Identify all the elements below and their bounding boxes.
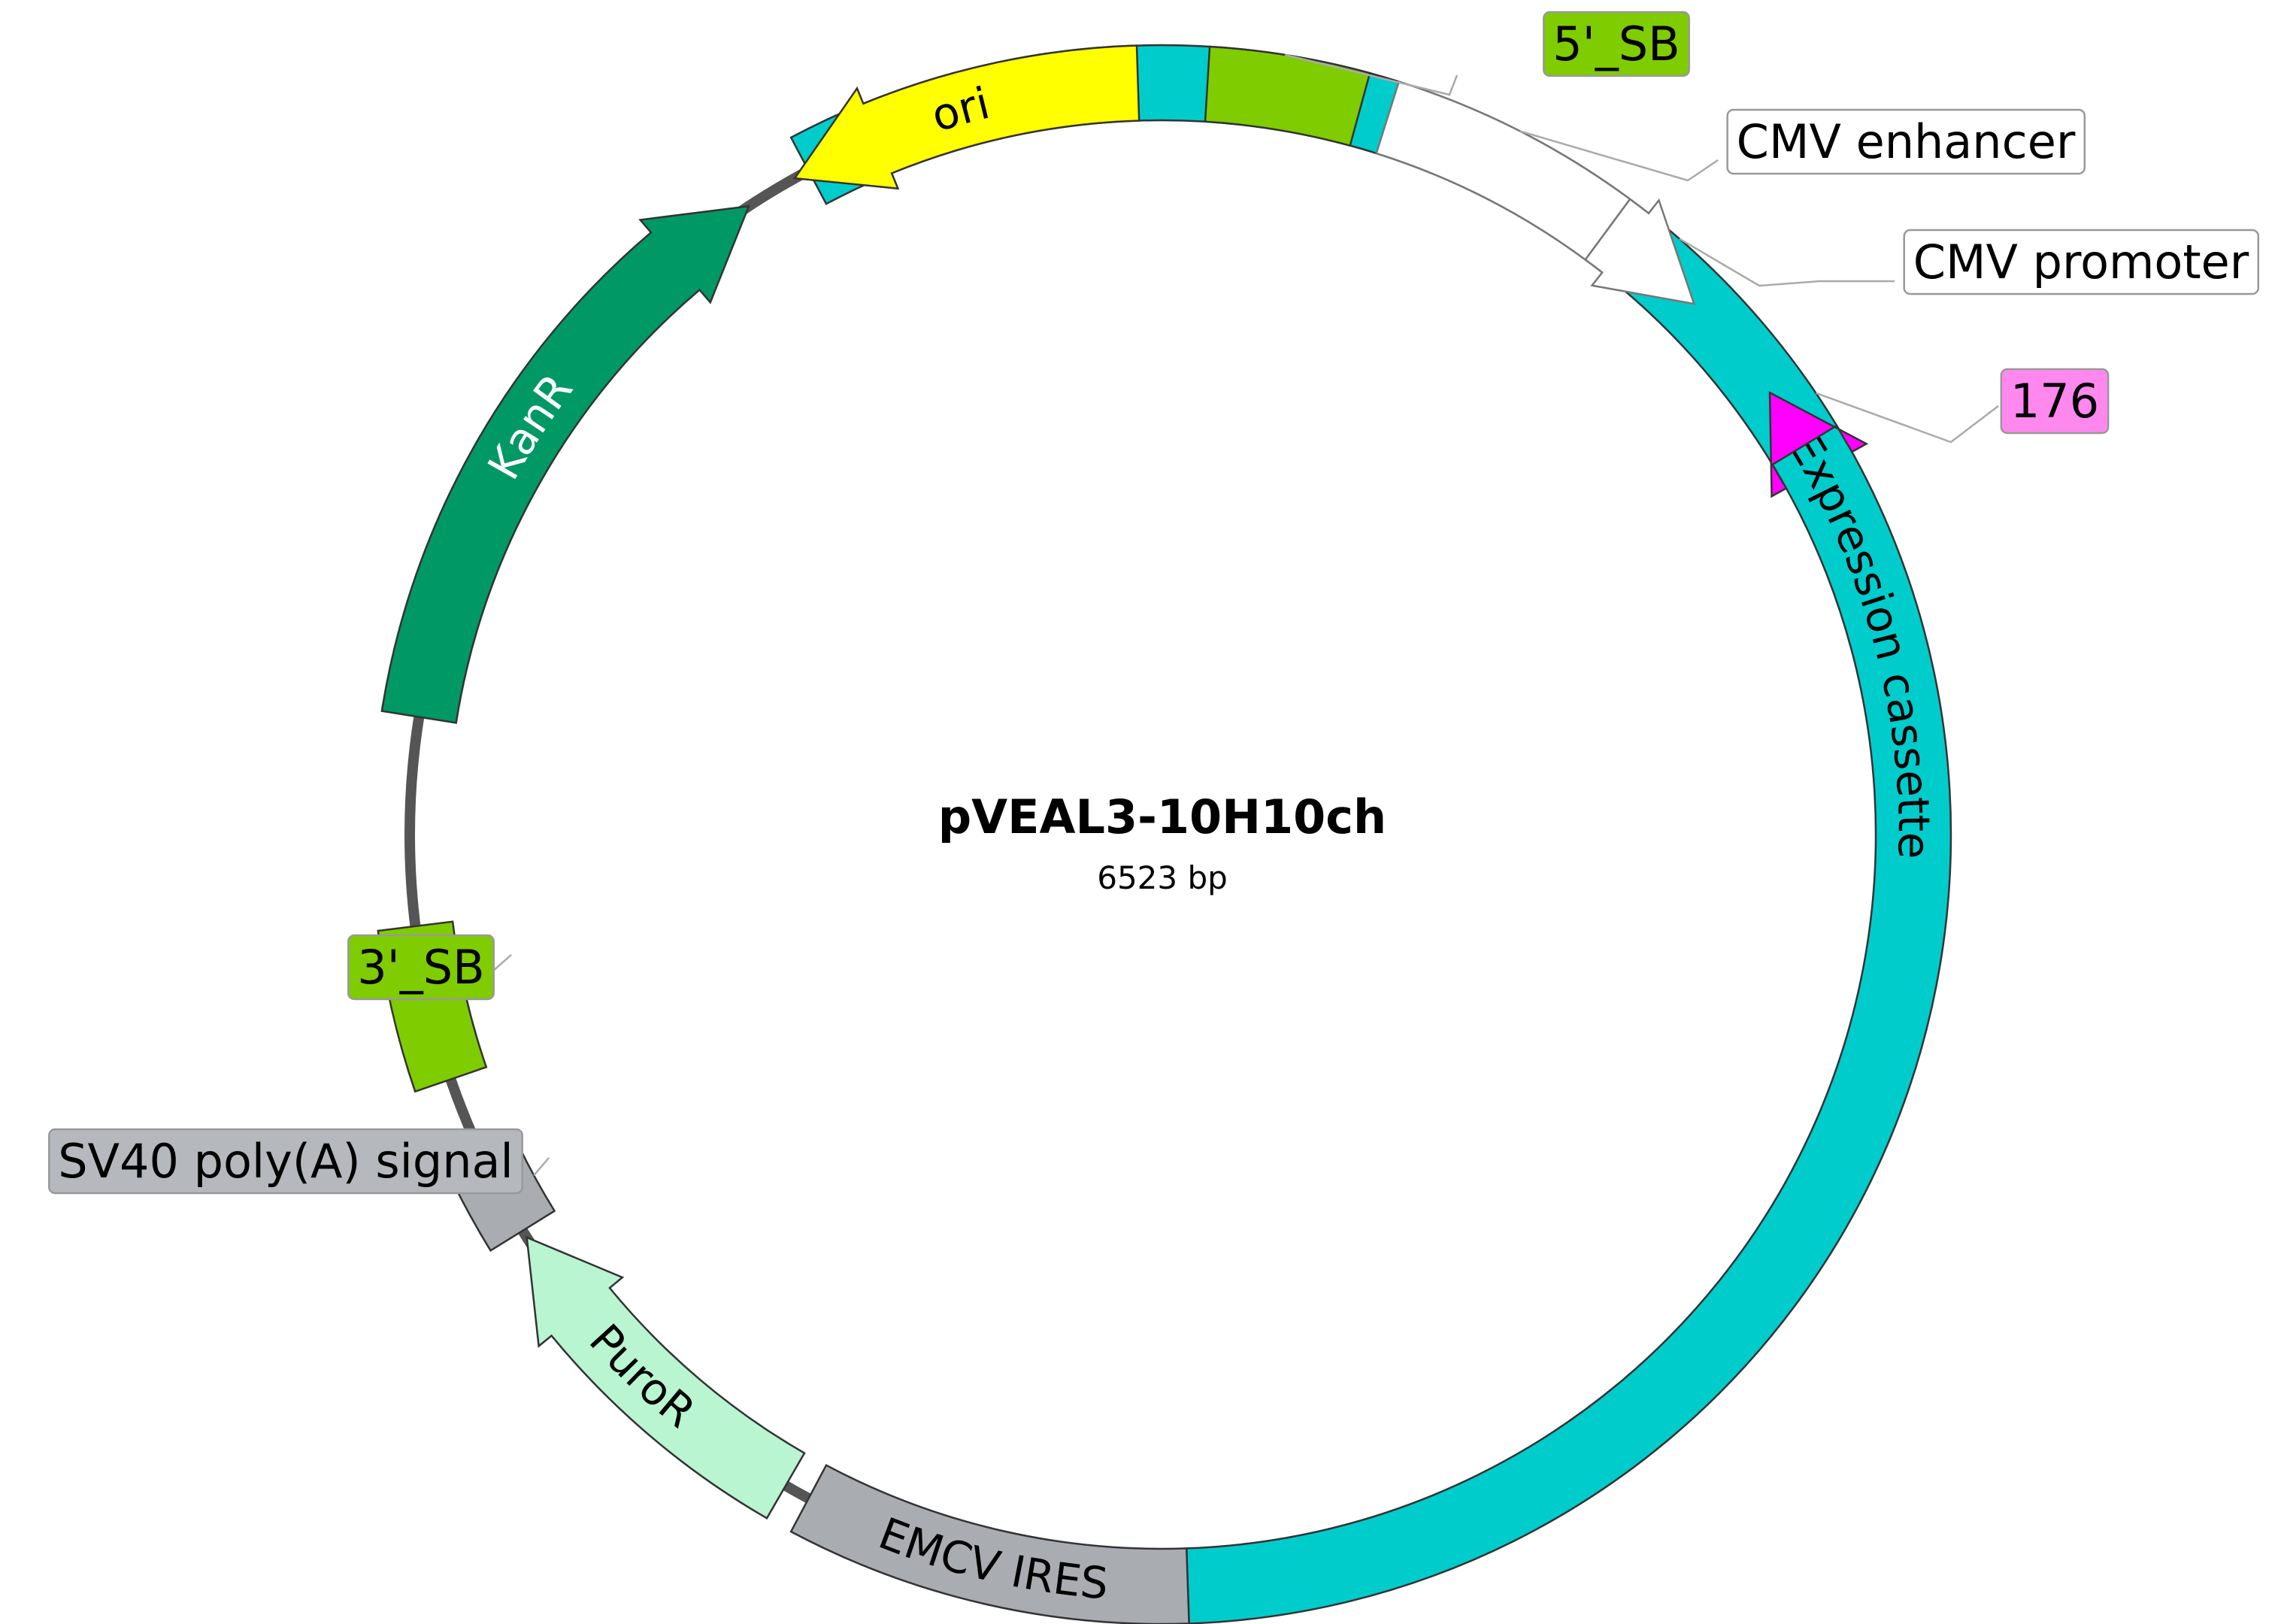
plasmid-name: pVEAL3-10H10ch (938, 789, 1386, 844)
callout-5-sb-box (1543, 11, 1690, 77)
callout-176-box (2000, 368, 2110, 435)
callout-5-sb-leader (1285, 53, 1459, 96)
feature-176[interactable] (1768, 391, 1869, 498)
feature-176-shape (1768, 391, 1869, 498)
feature-puror-shape (526, 1235, 806, 1520)
feature-emcv-ires[interactable]: EMCV IRES (789, 1464, 1190, 1624)
callout-176-label: 176 (2010, 374, 2099, 429)
feature-5-sb[interactable] (1204, 45, 1371, 147)
callout-sv40-polya-box (48, 1128, 523, 1195)
feature-cmv-promoter-shape (1583, 198, 1696, 305)
callout-cmv-promoter-label: CMV promoter (1913, 235, 2249, 289)
callout-176-leader (1816, 392, 1999, 444)
feature-emcv-ires-shape (789, 1464, 1190, 1624)
callout-cmv-enhancer[interactable]: CMV enhancer (1726, 108, 2086, 175)
callout-3-sb-label: 3'_SB (357, 940, 484, 995)
feature-kanr[interactable]: KanR (380, 205, 750, 724)
callout-176[interactable]: 176 (2000, 368, 2110, 435)
callout-5-sb-label: 5'_SB (1552, 17, 1680, 71)
callout-sv40-polya[interactable]: SV40 poly(A) signal (48, 1128, 523, 1195)
callout-cmv-promoter[interactable]: CMV promoter (1903, 229, 2260, 295)
feature-kanr-shape (380, 205, 750, 724)
feature-ori[interactable]: ori (792, 44, 1140, 190)
feature-cmv-promoter[interactable] (1583, 198, 1696, 305)
feature-ori-shape (792, 44, 1140, 190)
callout-3-sb-box (347, 934, 495, 1001)
plasmid-size: 6523 bp (1097, 859, 1228, 896)
callout-cmv-enhancer-label: CMV enhancer (1737, 114, 2076, 169)
callout-cmv-enhancer-leader (1519, 130, 1719, 182)
callout-5-sb[interactable]: 5'_SB (1543, 11, 1690, 77)
feature-puror[interactable]: PuroR (526, 1235, 806, 1520)
callout-3-sb[interactable]: 3'_SB (347, 934, 495, 1001)
callout-sv40-polya-leader (533, 1157, 550, 1177)
feature-5-sb-shape (1204, 45, 1371, 147)
callout-cmv-enhancer-box (1726, 108, 2086, 175)
feature-cmv-enhancer-shape (1375, 80, 1631, 262)
callout-cmv-promoter-box (1903, 229, 2260, 295)
feature-cmv-enhancer[interactable] (1375, 80, 1631, 262)
callout-sv40-polya-label: SV40 poly(A) signal (58, 1134, 513, 1189)
callout-cmv-promoter-leader (1679, 238, 1895, 287)
